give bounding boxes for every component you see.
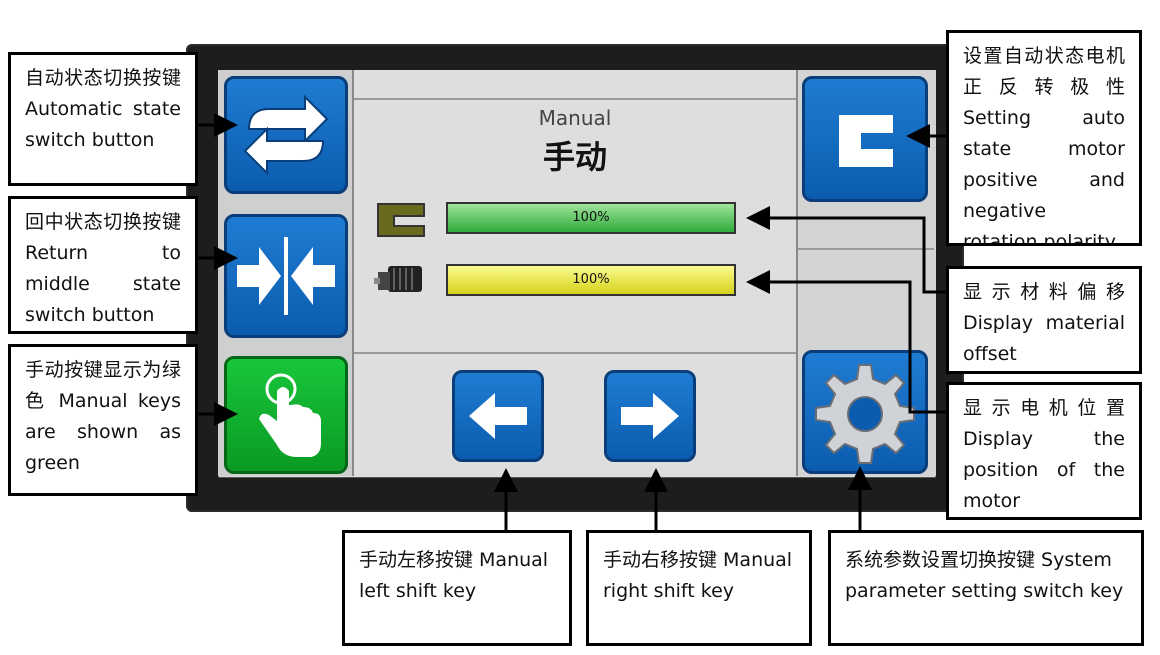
manual-right-shift-button[interactable]: [604, 370, 696, 462]
system-settings-button[interactable]: [802, 350, 928, 474]
servo-motor-icon: [374, 258, 428, 302]
mode-label-en: Manual: [538, 106, 612, 130]
swap-arrows-icon: [243, 94, 329, 176]
callout-text: 自动状态切换按键 Automatic state switch button: [25, 67, 181, 151]
divider: [798, 248, 934, 250]
manual-mode-button[interactable]: [224, 356, 348, 474]
callout-text: 手动按键显示为绿色 Manual keys are shown as green: [25, 359, 181, 474]
callout-left-shift: 手动左移按键 Manual left shift key: [342, 530, 572, 646]
polarity-button[interactable]: [802, 76, 928, 202]
callout-polarity: 设置自动状态电机正反转极性 Setting auto state motor p…: [946, 30, 1142, 246]
divider: [354, 352, 796, 354]
return-to-middle-button[interactable]: [224, 214, 348, 338]
callout-center-switch: 回中状态切换按键 Return to middle state switch b…: [8, 196, 198, 334]
callout-text: 显示电机位置 Display the position of the motor: [963, 397, 1125, 512]
material-offset-bar: 100%: [446, 202, 736, 234]
callout-text: 回中状态切换按键 Return to middle state switch b…: [25, 211, 181, 326]
manual-left-shift-button[interactable]: [452, 370, 544, 462]
arrow-left-icon: [469, 393, 527, 439]
callout-text: 手动右移按键 Manual right shift key: [603, 549, 793, 602]
callout-text: 系统参数设置切换按键 System parameter setting swit…: [845, 549, 1124, 602]
callout-settings: 系统参数设置切换按键 System parameter setting swit…: [828, 530, 1144, 646]
material-offset-icon: [376, 202, 426, 238]
center-arrows-icon: [237, 237, 335, 315]
callout-motor-position: 显示电机位置 Display the position of the motor: [946, 382, 1142, 520]
arrow-right-icon: [621, 393, 679, 439]
bracket-c-icon: [839, 115, 893, 167]
mode-label-zh: 手动: [542, 138, 607, 176]
callout-text: 设置自动状态电机正反转极性 Setting auto state motor p…: [963, 45, 1125, 246]
hand-pointer-icon: [259, 373, 321, 457]
auto-state-switch-button[interactable]: [224, 76, 348, 194]
callout-auto-switch: 自动状态切换按键 Automatic state switch button: [8, 52, 198, 186]
callout-text: 手动左移按键 Manual left shift key: [359, 549, 549, 602]
gear-icon: [815, 364, 915, 464]
divider: [354, 98, 796, 100]
callout-text: 显示材料偏移 Display material offset: [963, 281, 1125, 365]
callout-material-offset: 显示材料偏移 Display material offset: [946, 266, 1142, 374]
callout-manual-green: 手动按键显示为绿色 Manual keys are shown as green: [8, 344, 198, 496]
motor-position-bar: 100%: [446, 264, 736, 296]
callout-right-shift: 手动右移按键 Manual right shift key: [586, 530, 812, 646]
